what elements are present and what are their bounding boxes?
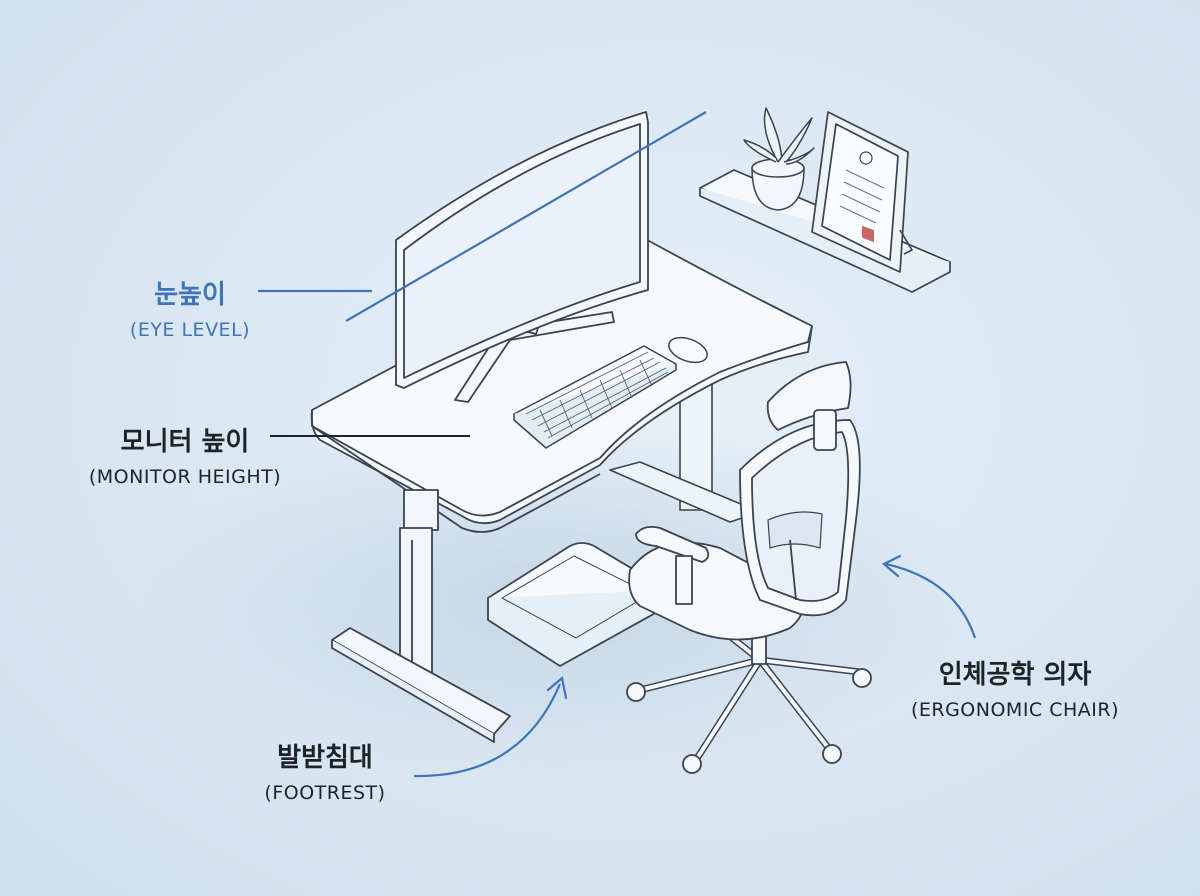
ergonomic-chair (626, 361, 872, 774)
ergonomic-chair-title: 인체공학 의자 (938, 660, 1092, 690)
plant-icon (743, 107, 815, 211)
footrest-subtitle: (FOOTREST) (264, 782, 386, 804)
desk (310, 235, 813, 533)
monitor-height-label: 모니터 높이 (MONITOR HEIGHT) (60, 421, 310, 488)
footrest-title: 발받침대 (277, 743, 373, 773)
eye-level-label: 눈높이 (EYE LEVEL) (110, 274, 270, 341)
desk-leg-front (331, 489, 511, 743)
desk-edge (311, 325, 813, 517)
eye-level-subtitle: (EYE LEVEL) (129, 319, 251, 341)
monitor-height-title: 모니터 높이 (120, 427, 250, 457)
eye-level-sightline (345, 111, 707, 322)
footrest-arrow (413, 683, 562, 778)
ergonomic-chair-subtitle: (ERGONOMIC CHAIR) (910, 699, 1120, 721)
desk-leg-back (609, 379, 761, 523)
mouse (668, 336, 708, 364)
ergonomic-chair-label: 인체공학 의자 (ERGONOMIC CHAIR) (880, 654, 1150, 721)
monitor-height-subtitle: (MONITOR HEIGHT) (88, 466, 282, 488)
keyboard (513, 345, 677, 449)
eye-level-title: 눈높이 (154, 280, 226, 310)
desk-top (310, 235, 813, 525)
certificate-icon (811, 111, 913, 273)
footrest-label: 발받침대 (FOOTREST) (240, 737, 410, 804)
chair-arrow (885, 562, 977, 639)
